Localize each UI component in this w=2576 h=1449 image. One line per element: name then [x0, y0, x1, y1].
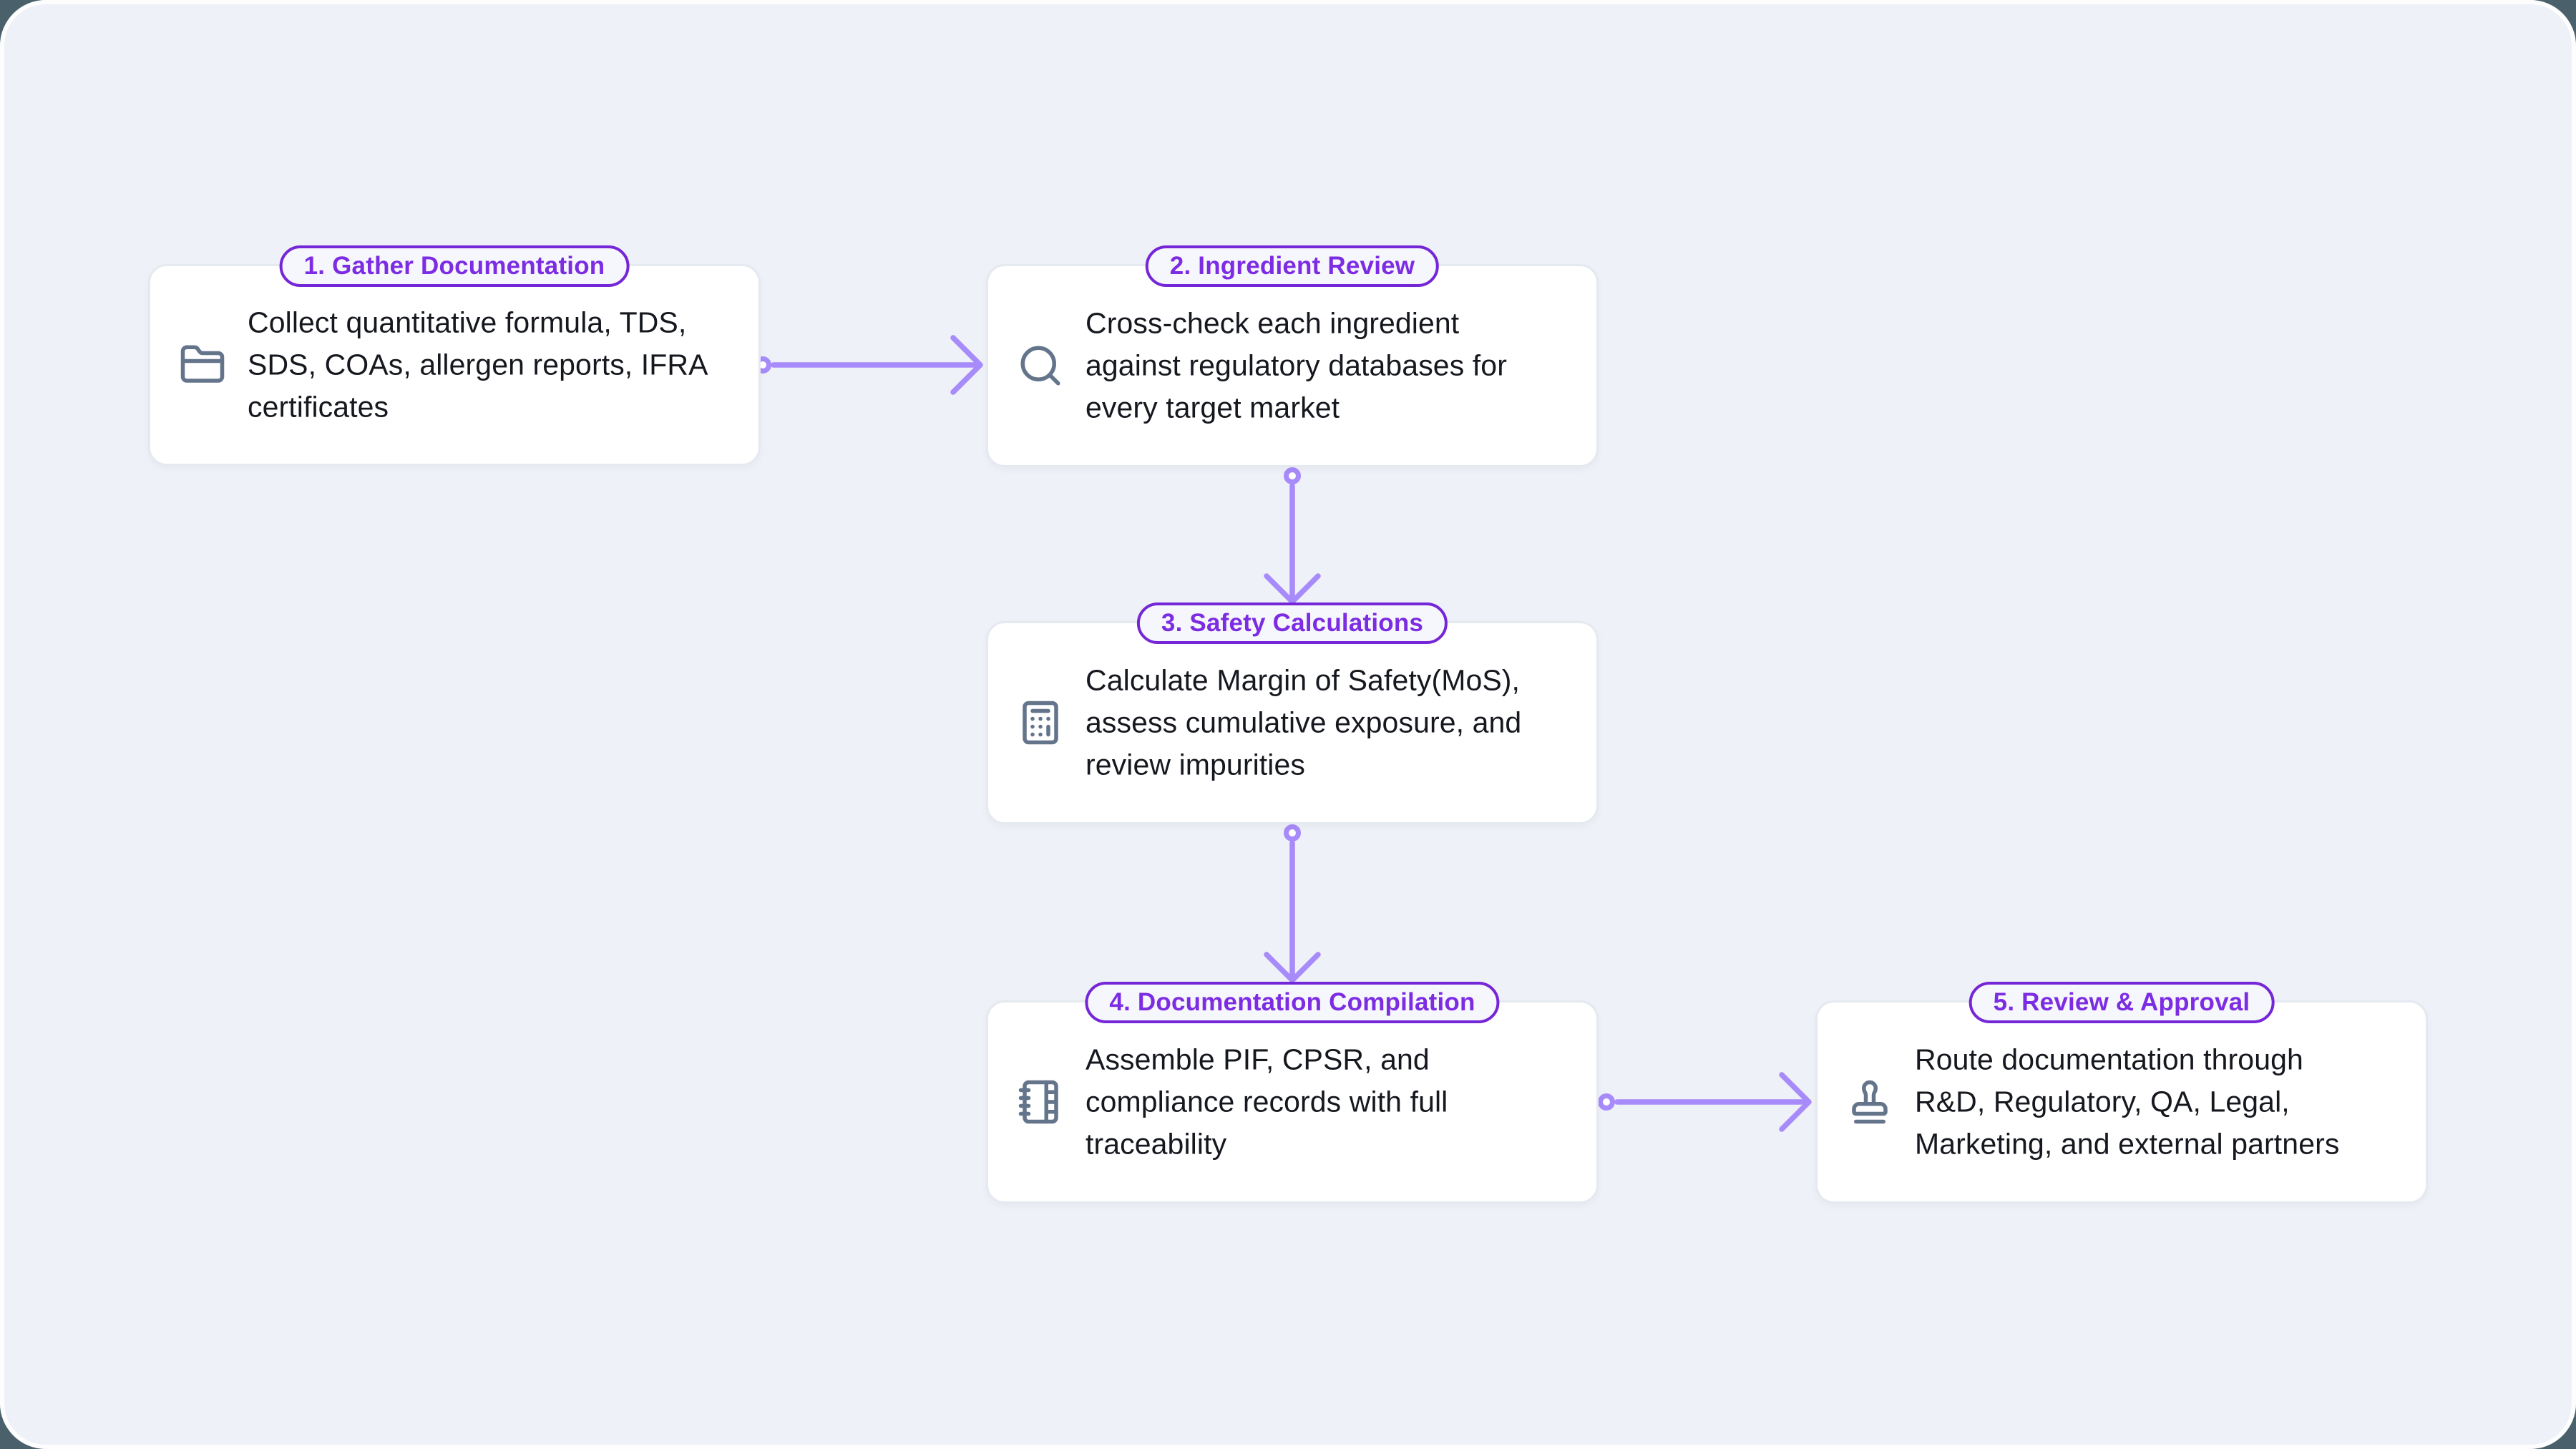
step-description-1: Collect quantitative formula, TDS, SDS, …	[248, 306, 708, 424]
step-card-review-approval: 5. Review & Approval Route documentation…	[1815, 982, 2428, 1204]
step-description-4: Assemble PIF, CPSR, and compliance recor…	[1085, 1043, 1448, 1161]
connector-step1-step2	[754, 335, 983, 395]
connector-step3-step4	[1264, 824, 1321, 983]
step-badge-3: 3. Safety Calculations	[1136, 602, 1448, 644]
step-badge-5: 5. Review & Approval	[1968, 982, 2275, 1023]
step-badge-4: 4. Documentation Compilation	[1085, 982, 1500, 1023]
step-card-body: Assemble PIF, CPSR, and compliance recor…	[988, 1002, 1596, 1201]
step-card-ingredient-review: 2. Ingredient Review Cross-check each in…	[986, 245, 1599, 467]
step-card-body: Calculate Margin of Safety(MoS), assess …	[988, 623, 1596, 822]
step-card-body: Route documentation through R&D, Regulat…	[1818, 1002, 2426, 1201]
step-badge-1: 1. Gather Documentation	[279, 245, 630, 287]
step-card-body: Cross-check each ingredient against regu…	[988, 266, 1596, 465]
stamp-icon	[1846, 1078, 1893, 1126]
step-description-2: Cross-check each ingredient against regu…	[1085, 306, 1507, 424]
step-description-5: Route documentation through R&D, Regulat…	[1915, 1043, 2340, 1161]
step-card-body: Collect quantitative formula, TDS, SDS, …	[150, 266, 758, 464]
step-badge-2: 2. Ingredient Review	[1145, 245, 1440, 287]
step-card-safety-calculations: 3. Safety Calculations Calculate Margin …	[986, 602, 1599, 824]
step-card-gather-documentation: 1. Gather Documentation Collect quantita…	[148, 245, 761, 466]
folder-closed-icon	[179, 341, 226, 389]
connector-step2-step3	[1264, 467, 1321, 605]
connector-step4-step5	[1598, 1072, 1812, 1132]
search-icon	[1017, 342, 1064, 389]
notebook-tabs-icon	[1017, 1078, 1064, 1126]
step-description-3: Calculate Margin of Safety(MoS), assess …	[1085, 663, 1522, 781]
calculator-icon	[1017, 699, 1064, 746]
step-card-documentation-compilation: 4. Documentation Compilation Assemble PI…	[986, 982, 1599, 1204]
